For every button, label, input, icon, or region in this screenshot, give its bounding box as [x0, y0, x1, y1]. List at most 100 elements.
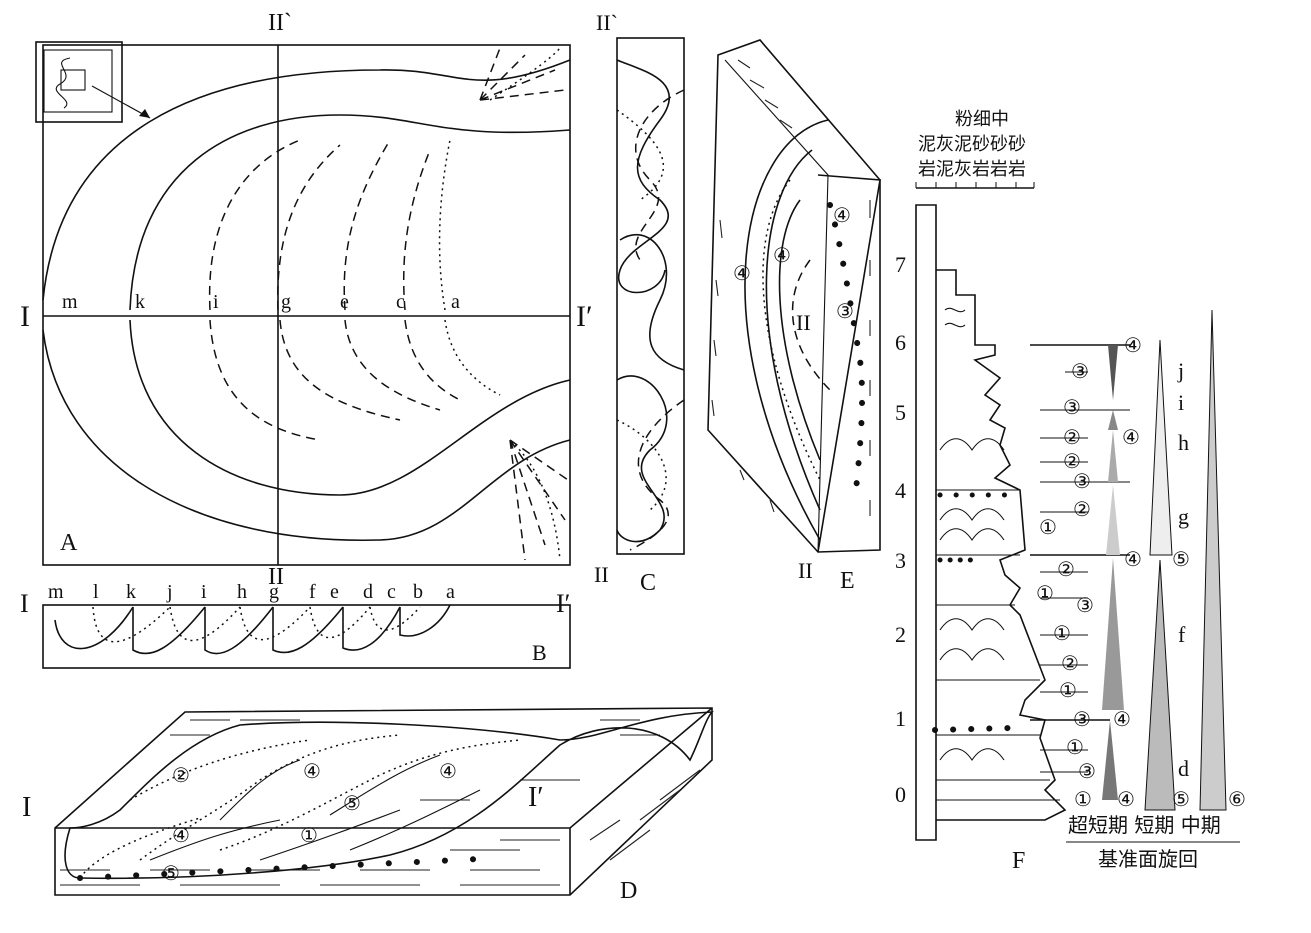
letter-b-l: l — [93, 581, 99, 603]
scroll-a-b — [444, 319, 501, 396]
f-circled-labels: ④ ③ ③ ④ ② ② ③ ② ① ④ ② ① ③ ① ② ① ③ ④ ① ③ … — [1036, 333, 1246, 811]
letter-b-a: a — [446, 581, 455, 603]
letter-b-k: k — [126, 581, 136, 603]
d-dot-3 — [219, 739, 521, 851]
panel-b-frame — [42, 604, 571, 669]
f-c-1a: ① — [1039, 515, 1057, 539]
panel-d: I I′ D ② ④ ④ ⑤ ④ ① ⑤ — [22, 707, 714, 904]
scroll-g-b — [279, 319, 401, 421]
f-ticks — [1040, 371, 1130, 773]
f-c-4a: ④ — [1124, 333, 1142, 357]
panel-e-face — [817, 174, 881, 553]
lens-e — [342, 606, 401, 651]
panel-f-label: F — [1012, 848, 1025, 874]
label-i-left: I — [20, 300, 30, 333]
ssc-6 — [1102, 720, 1118, 800]
f-depth-0: 0 — [895, 782, 906, 807]
letter-a-m: m — [62, 291, 78, 313]
f-depth-5: 5 — [895, 400, 906, 425]
scroll-e-b — [344, 319, 441, 411]
scroll-g — [277, 144, 341, 311]
f-letter-j: j — [1177, 358, 1184, 383]
lens-f — [309, 606, 371, 639]
f-header-ticks — [915, 182, 1035, 188]
panel-d-top-edge — [55, 707, 713, 829]
label-b-i: I — [20, 589, 29, 618]
f-letter-g: g — [1178, 504, 1189, 529]
label-d-i-prime: I′ — [528, 782, 543, 813]
letter-a-e: e — [340, 291, 349, 313]
ssc-2 — [1108, 410, 1118, 430]
f-column-axis — [915, 204, 937, 841]
scroll-c — [402, 149, 431, 311]
f-depth-4: 4 — [895, 478, 906, 503]
f-header-3: 岩泥灰岩岩岩 — [918, 159, 1026, 180]
letter-b-b: b — [413, 581, 423, 603]
sc-lower — [1144, 559, 1176, 811]
letter-b-c: c — [387, 581, 396, 603]
lens-m — [54, 606, 134, 650]
f-c-2b: ② — [1063, 449, 1081, 473]
label-d-i: I — [22, 792, 31, 823]
panel-c-label: C — [640, 570, 656, 596]
f-c-6: ⑥ — [1228, 787, 1246, 811]
letter-a-c: c — [396, 291, 405, 313]
channel-inner-top — [129, 114, 571, 311]
c-curve-2 — [619, 233, 685, 371]
panel-c-frame — [616, 37, 685, 555]
letter-a-a: a — [451, 291, 460, 313]
panel-a-inset — [35, 41, 123, 123]
inset-arrowhead — [139, 109, 150, 118]
f-depth-1: 1 — [895, 706, 906, 731]
lens-i — [204, 606, 274, 655]
f-letter-f: f — [1178, 622, 1186, 647]
e-pebbles — [827, 202, 866, 503]
panel-b: I I′ B m l k j i h g f e d c — [20, 581, 571, 669]
f-depth-3: 3 — [895, 548, 906, 573]
f-column-profile — [936, 269, 1067, 821]
letter-a-k: k — [135, 291, 145, 313]
channel-inner-bottom — [129, 319, 571, 496]
f-c-1b: ① — [1036, 581, 1054, 605]
d-circ-4b: ④ — [439, 759, 457, 783]
f-letter-h: h — [1178, 430, 1189, 455]
label-ii-prime-top: II` — [268, 10, 292, 36]
letter-b-h: h — [237, 581, 247, 603]
sc-upper — [1149, 339, 1173, 556]
lens-c — [399, 604, 451, 637]
f-pebbles-1 — [932, 725, 1013, 733]
e-circ-4b: ④ — [773, 243, 791, 267]
f-depth-7: 7 — [895, 252, 906, 277]
panel-a-letters: m k i g e c a — [62, 291, 460, 313]
label-c-ii: II — [594, 562, 609, 587]
f-c-1d: ① — [1059, 678, 1077, 702]
inset-arrow — [91, 85, 151, 119]
f-cross-bedding — [939, 438, 1005, 761]
f-depth-6: 6 — [895, 330, 906, 355]
letter-b-f: f — [309, 581, 316, 603]
letter-b-g: g — [269, 581, 279, 603]
inset-river — [55, 57, 71, 109]
letter-b-m: m — [48, 581, 64, 603]
letter-a-i: i — [213, 291, 219, 313]
f-header-1: 粉细中 — [955, 109, 1009, 130]
mc-main — [1199, 309, 1227, 811]
scroll-e — [343, 139, 391, 311]
d-pebbles — [77, 855, 503, 881]
ssc-4 — [1106, 485, 1120, 555]
f-cycle-letters: j i h g f d — [1177, 358, 1189, 781]
e-arc-2 — [778, 199, 821, 461]
f-letter-i: i — [1178, 390, 1184, 415]
f-c-3e: ③ — [1073, 707, 1091, 731]
inset-box — [60, 69, 86, 91]
c-dash-1 — [634, 89, 685, 261]
c-dot-2 — [616, 419, 667, 511]
f-header-2: 泥灰泥砂砂砂 — [918, 134, 1026, 155]
label-c-ii-prime: II` — [596, 10, 618, 35]
d-circ-4a: ④ — [303, 759, 321, 783]
panel-d-hatch — [60, 719, 701, 886]
e-arc-1 — [765, 149, 821, 511]
letter-b-d: d — [363, 581, 373, 603]
f-c-3b: ③ — [1063, 395, 1081, 419]
